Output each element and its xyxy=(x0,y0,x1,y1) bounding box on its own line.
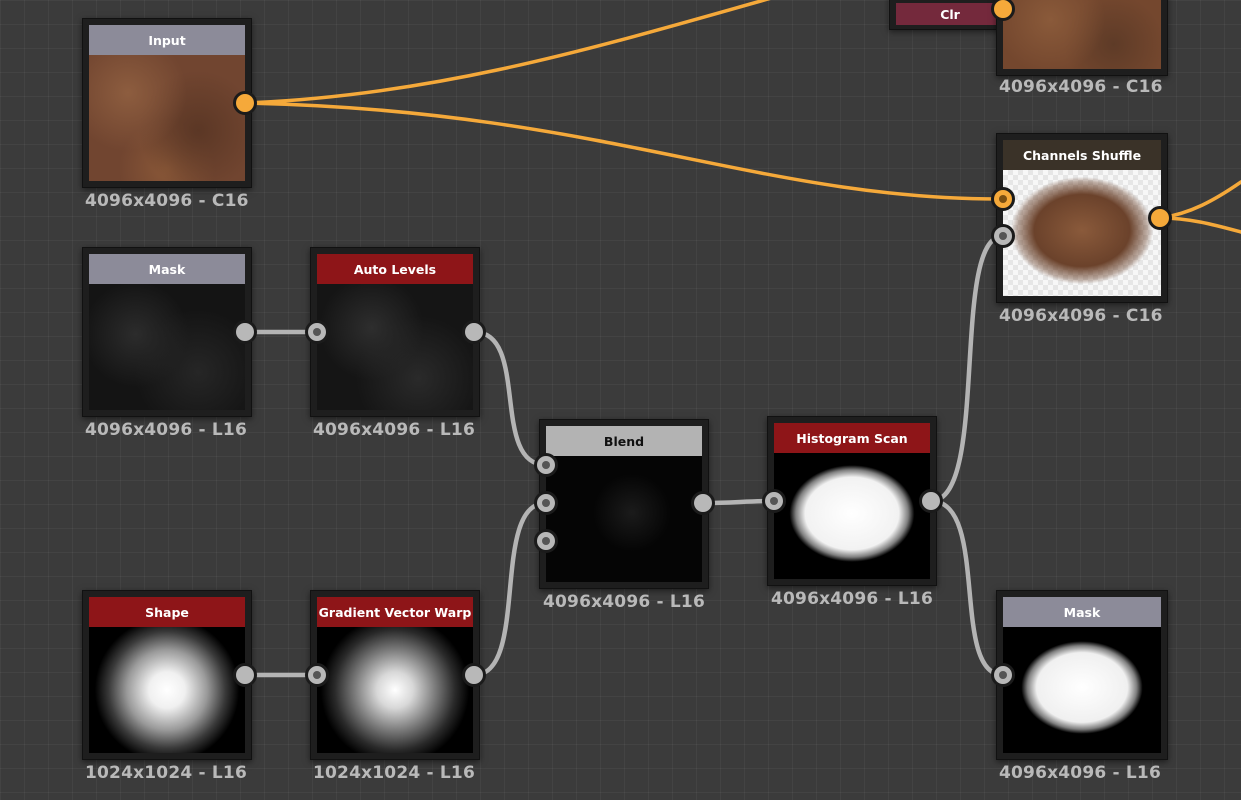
auto-levels-node-title: Auto Levels xyxy=(317,254,473,284)
wire-channels-shuffle-out-1[interactable] xyxy=(1158,180,1241,220)
wire-histogram-to-mask[interactable] xyxy=(928,498,1006,678)
blend-mask-input-port[interactable] xyxy=(534,529,558,553)
wire-input-to-channels-shuffle[interactable] xyxy=(243,101,1005,201)
shape-node[interactable]: Shape xyxy=(82,590,252,760)
input-thumbnail xyxy=(89,55,245,181)
input-node[interactable]: Input xyxy=(82,18,252,188)
channels-shuffle-input-1-port[interactable] xyxy=(991,187,1015,211)
histogram-scan-resolution: 4096x4096 - L16 xyxy=(771,589,933,609)
shape-resolution: 1024x1024 - L16 xyxy=(85,763,247,783)
shape-output-port[interactable] xyxy=(233,663,257,687)
clr-output-port[interactable] xyxy=(991,0,1015,21)
blend-foreground-input-port[interactable] xyxy=(534,453,558,477)
input-node-title: Input xyxy=(89,25,245,55)
gradient-vector-warp-output-port[interactable] xyxy=(462,663,486,687)
mask-left-node-title: Mask xyxy=(89,254,245,284)
mask-left-output-port[interactable] xyxy=(233,320,257,344)
blend-resolution: 4096x4096 - L16 xyxy=(543,592,705,612)
top-right-preview-node[interactable] xyxy=(996,0,1168,76)
mask-right-resolution: 4096x4096 - L16 xyxy=(999,763,1161,783)
mask-left-node[interactable]: Mask xyxy=(82,247,252,417)
mask-left-thumbnail xyxy=(89,284,245,410)
input-output-port[interactable] xyxy=(233,91,257,115)
blend-output-port[interactable] xyxy=(691,491,715,515)
blend-node-title: Blend xyxy=(546,426,702,456)
wire-auto-levels-to-blend[interactable] xyxy=(471,329,549,468)
mask-right-node[interactable]: Mask xyxy=(996,590,1168,760)
mask-right-thumbnail xyxy=(1003,627,1161,753)
auto-levels-node[interactable]: Auto Levels xyxy=(310,247,480,417)
mask-right-node-title: Mask xyxy=(1003,597,1161,627)
channels-shuffle-output-port[interactable] xyxy=(1148,206,1172,230)
auto-levels-output-port[interactable] xyxy=(462,320,486,344)
clr-node-title: Clr xyxy=(896,3,1004,25)
top-right-preview-thumbnail xyxy=(1003,0,1161,69)
shape-thumbnail xyxy=(89,627,245,753)
gradient-vector-warp-node[interactable]: Gradient Vector Warp xyxy=(310,590,480,760)
channels-shuffle-node[interactable]: Channels Shuffle xyxy=(996,133,1168,303)
gradient-vector-warp-thumbnail xyxy=(317,627,473,753)
channels-shuffle-node-title: Channels Shuffle xyxy=(1003,140,1161,170)
gradient-vector-warp-resolution: 1024x1024 - L16 xyxy=(313,763,475,783)
auto-levels-input-port[interactable] xyxy=(305,320,329,344)
histogram-scan-node-title: Histogram Scan xyxy=(774,423,930,453)
histogram-scan-node[interactable]: Histogram Scan xyxy=(767,416,937,586)
gradient-vector-warp-input-port[interactable] xyxy=(305,663,329,687)
clr-node[interactable]: Clr xyxy=(889,0,1011,30)
mask-right-input-port[interactable] xyxy=(991,663,1015,687)
channels-shuffle-resolution: 4096x4096 - C16 xyxy=(999,306,1163,326)
wire-input-to-top-right[interactable] xyxy=(243,0,800,105)
histogram-scan-input-port[interactable] xyxy=(762,489,786,513)
wire-histogram-to-channels-shuffle[interactable] xyxy=(928,233,1006,504)
shape-node-title: Shape xyxy=(89,597,245,627)
histogram-scan-output-port[interactable] xyxy=(919,489,943,513)
blend-thumbnail xyxy=(546,456,702,582)
auto-levels-resolution: 4096x4096 - L16 xyxy=(313,420,475,440)
top-right-preview-resolution: 4096x4096 - C16 xyxy=(999,77,1163,97)
blend-background-input-port[interactable] xyxy=(534,491,558,515)
histogram-scan-thumbnail xyxy=(774,453,930,579)
auto-levels-thumbnail xyxy=(317,284,473,410)
channels-shuffle-thumbnail xyxy=(1003,170,1161,296)
blend-node[interactable]: Blend xyxy=(539,419,709,589)
wire-channels-shuffle-out-2[interactable] xyxy=(1158,216,1241,234)
gradient-vector-warp-node-title: Gradient Vector Warp xyxy=(317,597,473,627)
mask-left-resolution: 4096x4096 - L16 xyxy=(85,420,247,440)
channels-shuffle-input-2-port[interactable] xyxy=(991,224,1015,248)
wire-gradient-warp-to-blend[interactable] xyxy=(471,500,549,678)
input-resolution: 4096x4096 - C16 xyxy=(85,191,249,211)
